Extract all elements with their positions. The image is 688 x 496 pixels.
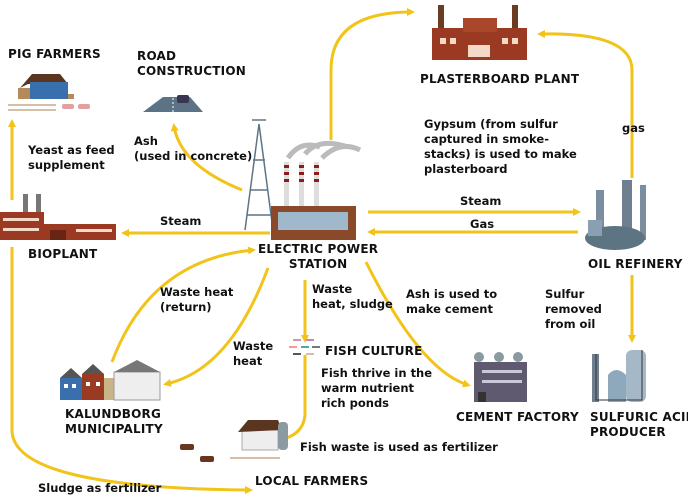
flow-label-fish-waste: Fish waste is used as fertilizer [300,440,498,454]
flow-label-gas-plaster: gas [622,121,645,135]
arrow-power-to-cement [364,261,471,388]
arrow-bioplant-to-local-farmers [10,247,253,494]
flow-label-gas-refinery: Gas [470,217,495,231]
node-fish-culture: FISH CULTURE [325,344,423,358]
node-plasterboard-plant: PLASTERBOARD PLANT [420,72,580,86]
node-cement-factory: CEMENT FACTORY [456,410,579,424]
local-farm-icon [180,420,288,462]
municipality-icon [60,360,161,401]
arrow-power-to-road [170,123,243,192]
node-road-construction: ROAD CONSTRUCTION [137,49,246,78]
flow-label-ash-cement: Ash is used to make cement [406,287,498,316]
flow-label-ash-concrete: Ash (used in concrete) [134,134,253,163]
road-icon [143,95,203,112]
flow-arrows [8,8,636,494]
power-station-icon [244,119,362,240]
flow-label-steam-bioplant: Steam [160,214,202,228]
bioplant-icon [0,194,116,240]
cement-factory-icon [474,352,527,402]
node-kalundborg-municipality: KALUNDBORG MUNICIPALITY [65,407,163,436]
fish-culture-icon [289,339,320,355]
flow-label-yeast: Yeast as feed supplement [28,143,115,172]
node-electric-power-station: ELECTRIC POWER STATION [258,242,379,271]
arrow-power-to-municipality [163,267,270,387]
plasterboard-plant-icon [432,5,527,60]
flow-label-gypsum: Gypsum (from sulfur captured in smoke- s… [424,117,577,176]
arrow-refinery-to-plasterboard [537,29,634,178]
flow-label-sludge: Sludge as fertilizer [38,481,162,495]
node-sulfuric-acid-producer: SULFURIC ACID PRODUCER [590,410,688,439]
flow-label-steam-refinery: Steam [460,194,502,208]
node-pig-farmers: PIG FARMERS [8,47,101,61]
flow-label-waste-heat: Waste heat [233,339,274,368]
oil-refinery-icon [585,180,646,250]
node-bioplant: BIOPLANT [28,247,98,261]
node-oil-refinery: OIL REFINERY [588,257,683,271]
pig-farm-icon [8,74,90,111]
arrow-municipality-to-power [110,246,256,363]
flow-label-fish-thrive: Fish thrive in the warm nutrient rich po… [321,366,433,410]
flow-label-sulfur: Sulfur removed from oil [545,287,602,331]
sulfuric-acid-producer-icon [592,350,646,402]
flow-label-waste-heat-return: Waste heat (return) [160,285,234,314]
flow-label-waste-heat-sludge: Waste heat, sludge [312,282,393,311]
arrow-power-to-plasterboard [329,8,415,140]
node-local-farmers: LOCAL FARMERS [255,474,369,488]
